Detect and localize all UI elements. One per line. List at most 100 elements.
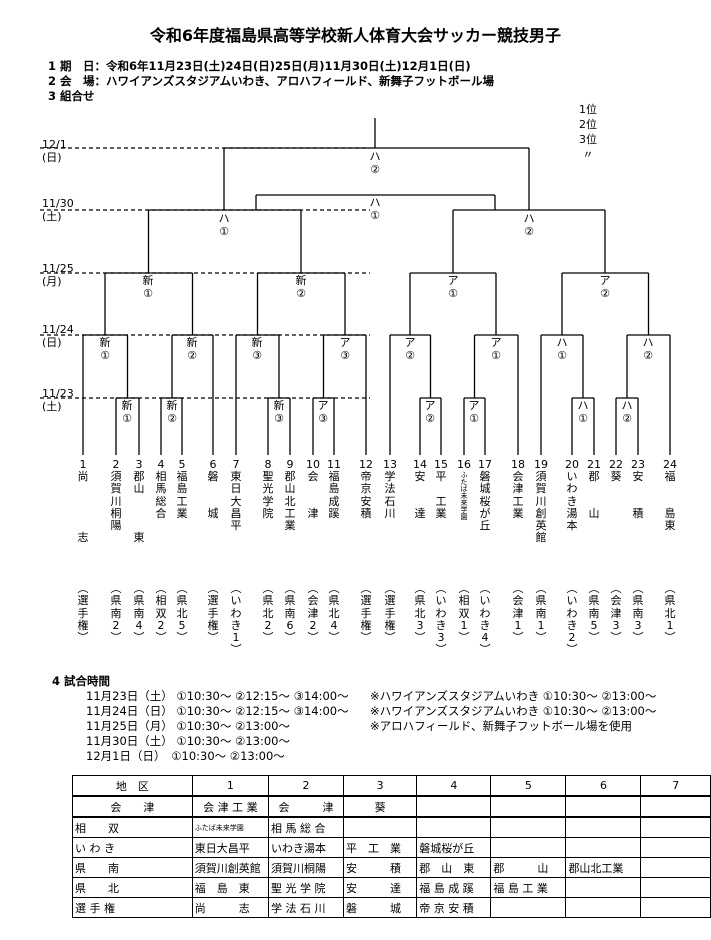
school-cell: 須賀川桐陽	[268, 857, 345, 878]
school-cell	[565, 877, 642, 898]
school-cell: 学 法 石 川	[268, 897, 345, 918]
school-cell: 相 馬 総 合	[268, 816, 345, 838]
school-cell: 福 島 工 業	[490, 877, 567, 898]
team-number: 18	[511, 458, 525, 471]
team-name: 須賀川創英館	[535, 470, 547, 545]
header-cell: 2	[268, 775, 345, 797]
school-cell: 会 津	[268, 795, 345, 818]
tournament-bracket	[40, 118, 671, 455]
team-number: 23	[631, 458, 645, 471]
date-label-1125: 11/25(月)	[42, 262, 74, 288]
school-cell	[565, 897, 642, 918]
team-number: 22	[609, 458, 623, 471]
team-number: 2	[112, 458, 120, 471]
team-number: 7	[232, 458, 240, 471]
team-name: 郡山	[588, 470, 600, 520]
header-cell: 4	[416, 775, 492, 797]
team-name: 郡山東	[133, 470, 145, 545]
region-name-cell: 県 北	[72, 877, 193, 898]
school-cell	[565, 816, 642, 838]
team-name: 会津	[307, 470, 319, 520]
team-number: 6	[209, 458, 217, 471]
school-cell: 須賀川創英館	[191, 857, 270, 878]
team-name: 葵	[610, 470, 622, 484]
info-venue: 2 会 場：ハワイアンズスタジアムいわき、アロハフィールド、新舞子フットボール場	[48, 74, 495, 88]
info-period: 1 期 日：令和6年11月23日(土)24日(日)25日(月)11月30日(土)…	[48, 59, 471, 73]
team-number: 16	[457, 458, 471, 471]
school-cell	[640, 795, 711, 818]
schedule-row: 11月23日（土） ①10:30～ ②12:15～ ③14:00～	[86, 689, 349, 703]
header-cell: 1	[191, 775, 270, 797]
school-cell	[565, 795, 642, 818]
team-name: ふたば未来学園	[460, 471, 468, 521]
school-cell: 安 達	[343, 877, 418, 898]
team-name: 東日大昌平	[230, 470, 242, 533]
team-district: ︵選手権︶	[384, 582, 396, 645]
region-name-cell: 選 手 権	[72, 897, 193, 918]
school-cell: いわき湯本	[268, 837, 345, 858]
region-name-cell: 県 南	[72, 857, 193, 878]
header-cell: 5	[490, 775, 567, 797]
team-number: 21	[587, 458, 601, 471]
schedule-heading: 4 試合時間	[52, 674, 111, 688]
team-number: 17	[478, 458, 492, 471]
team-number: 14	[413, 458, 427, 471]
school-cell	[490, 795, 567, 818]
school-cell	[416, 795, 492, 818]
school-cell: 聖 光 学 院	[268, 877, 345, 898]
header-cell: 3	[343, 775, 418, 797]
school-cell: 福 島 東	[191, 877, 270, 898]
school-cell: 会 津 工 業	[191, 795, 270, 818]
team-name: 郡山北工業	[284, 470, 296, 533]
school-cell: 郡山北工業	[565, 857, 642, 878]
team-number: 24	[663, 458, 677, 471]
school-cell: ふたば未来学園	[191, 816, 270, 838]
team-number: 9	[286, 458, 294, 471]
team-name: 福島東	[664, 470, 676, 532]
schedule-row: 12月1日（日） ①10:30～ ②13:00～	[86, 749, 285, 763]
team-number: 12	[359, 458, 373, 471]
region-row: い わ き東日大昌平いわき湯本平 工 業磐城桜が丘	[72, 837, 711, 858]
team-number: 19	[534, 458, 548, 471]
team-name: 会津工業	[512, 470, 524, 520]
region-row: 相 双ふたば未来学園相 馬 総 合	[72, 816, 711, 838]
school-cell: 平 工 業	[343, 837, 418, 858]
